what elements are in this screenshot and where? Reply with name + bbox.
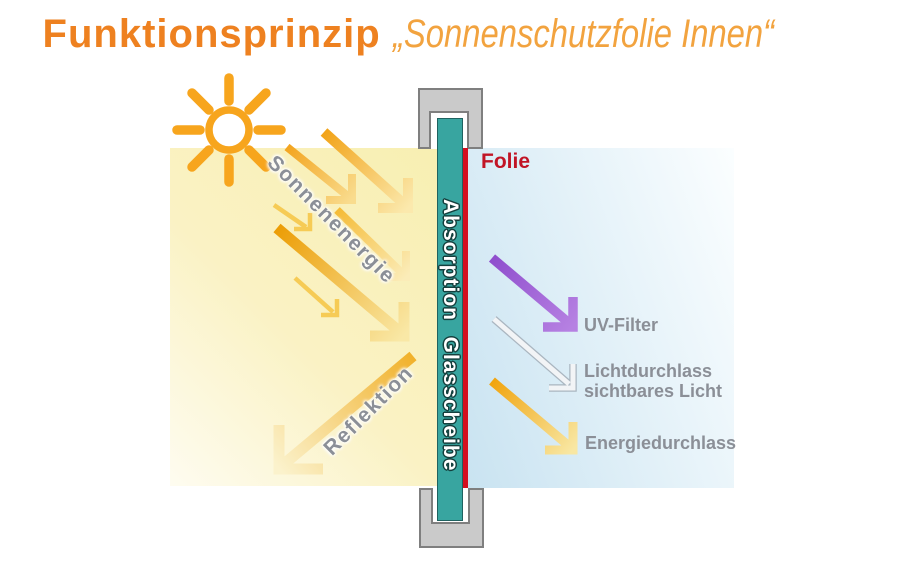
- page-title-quote: „Sonnenschutzfolie Innen“: [392, 12, 774, 56]
- film-line: [463, 148, 468, 488]
- film-label: Folie: [481, 150, 531, 173]
- visible-light-label-line2: sichtbares Licht: [584, 381, 723, 401]
- glass-pane-label: Glasscheibe: [439, 336, 462, 472]
- energy-pass-label: Energiedurchlass: [585, 433, 737, 453]
- page-title-main: Funktionsprinzip: [42, 12, 381, 56]
- absorption-label: Absorption: [439, 199, 462, 321]
- glass-pane: [437, 118, 463, 521]
- visible-light-label-line1: Lichtdurchlass: [584, 361, 713, 381]
- page-title: Funktionsprinzip„Sonnenschutzfolie Innen…: [0, 10, 900, 67]
- visible-light-label: Lichtdurchlass sichtbares Licht: [584, 361, 722, 401]
- uv-filter-label: UV-Filter: [584, 315, 659, 335]
